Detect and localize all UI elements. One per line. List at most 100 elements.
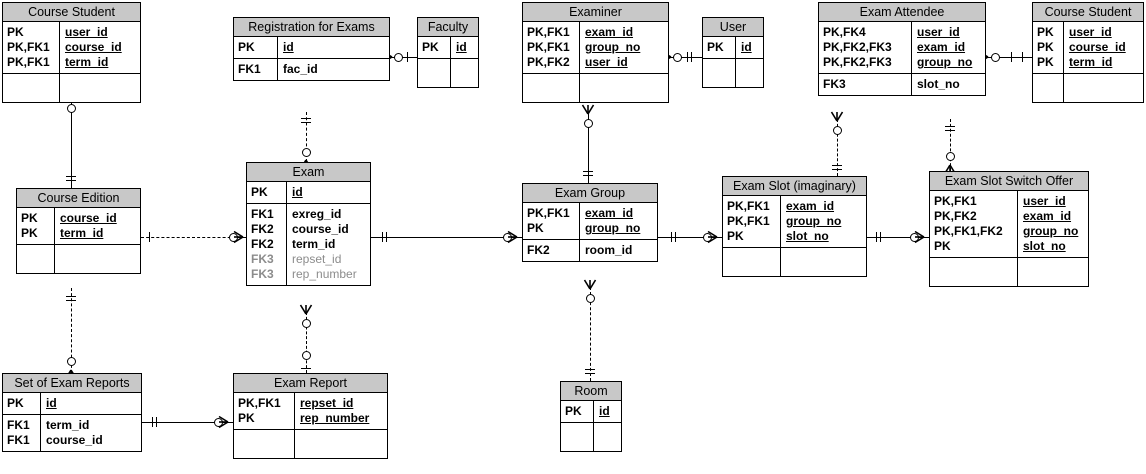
key-column [523, 74, 580, 102]
relationship-line [371, 237, 522, 238]
crows-foot-icon [707, 230, 718, 244]
attribute-label: course_id [60, 211, 117, 225]
optional-marker-icon [66, 103, 76, 113]
key-label: PK,FK4 [823, 25, 866, 39]
key-label: FK2 [251, 237, 274, 251]
attribute-label: slot_no [786, 229, 829, 243]
attribute-column: id [287, 182, 370, 203]
attribute-section [418, 58, 478, 87]
relationship-line [71, 97, 72, 188]
key-label: PK,FK1 [7, 40, 50, 54]
key-column: FK3 [819, 74, 912, 95]
mandatory-marker-icon [585, 368, 595, 371]
key-label: PK [21, 226, 38, 240]
relationship-line [588, 112, 589, 183]
attribute-section [17, 244, 140, 273]
mandatory-marker-icon [674, 232, 677, 242]
optional-marker-icon [393, 52, 403, 62]
crows-foot-icon [218, 415, 229, 429]
mandatory-marker-icon [690, 52, 693, 62]
crows-foot-icon [830, 111, 844, 122]
key-label: PK [527, 221, 544, 235]
attribute-label: group_no [585, 221, 641, 235]
entity-title-course-student-left: Course Student [3, 3, 140, 22]
attribute-label: slot_no [917, 77, 960, 91]
attribute-section [3, 73, 140, 102]
key-label: PK,FK1 [727, 214, 770, 228]
attribute-label: term_id [65, 55, 109, 69]
attribute-column [60, 74, 140, 102]
key-column: FK2 [523, 240, 580, 261]
attribute-column: id [278, 37, 389, 58]
optional-marker-icon [66, 356, 76, 366]
entity-title-exam-group: Exam Group [523, 184, 657, 203]
attribute-column [781, 248, 866, 276]
attribute-label: group_no [1023, 224, 1079, 238]
crows-foot-icon [233, 230, 244, 244]
attribute-column [580, 74, 668, 102]
key-label: FK3 [251, 267, 274, 281]
attribute-section [723, 247, 866, 276]
optional-marker-icon [945, 151, 955, 161]
attribute-label: group_no [917, 55, 973, 69]
crows-foot-icon [914, 230, 925, 244]
entity-title-course-student-right: Course Student [1033, 3, 1143, 22]
attribute-label: term_id [60, 226, 104, 240]
entity-title-course-edition: Course Edition [17, 189, 140, 208]
attribute-label: exam_id [1023, 209, 1072, 223]
key-label: PK [934, 239, 951, 253]
attribute-column: id [451, 37, 478, 58]
optional-marker-icon [301, 147, 311, 157]
attribute-section [703, 58, 763, 87]
attribute-label: course_id [1069, 40, 1126, 54]
optional-marker-icon [301, 318, 311, 328]
optional-marker-icon [583, 118, 593, 128]
key-label: PK [707, 40, 724, 54]
optional-marker-icon [672, 52, 682, 62]
relationship-line [590, 287, 591, 381]
key-label: PK [21, 211, 38, 225]
key-label: PK,FK1 [238, 396, 281, 410]
key-label: PK,FK1 [7, 55, 50, 69]
attribute-label: id [283, 40, 294, 54]
crows-foot-icon [581, 104, 595, 115]
key-column: PK [3, 393, 41, 414]
entity-title-exam-slot-switch-offer: Exam Slot Switch Offer [930, 172, 1088, 191]
optional-marker-icon [990, 52, 1000, 62]
attribute-label: rep_number [300, 411, 370, 425]
relationship-line [837, 119, 838, 176]
attribute-label: id [456, 40, 467, 54]
key-column [1033, 74, 1064, 102]
mandatory-marker-icon [879, 232, 882, 242]
attribute-label: user_id [585, 55, 628, 69]
attribute-column: slot_no [912, 74, 985, 95]
key-label: PK,FK2 [934, 209, 977, 223]
relationship-line [986, 57, 1032, 58]
mandatory-marker-icon [66, 179, 76, 182]
relationship-line [142, 422, 233, 423]
attribute-label: course_id [65, 40, 122, 54]
mandatory-marker-icon [381, 232, 384, 242]
mandatory-marker-icon [148, 232, 151, 242]
attribute-column: id [594, 401, 621, 422]
